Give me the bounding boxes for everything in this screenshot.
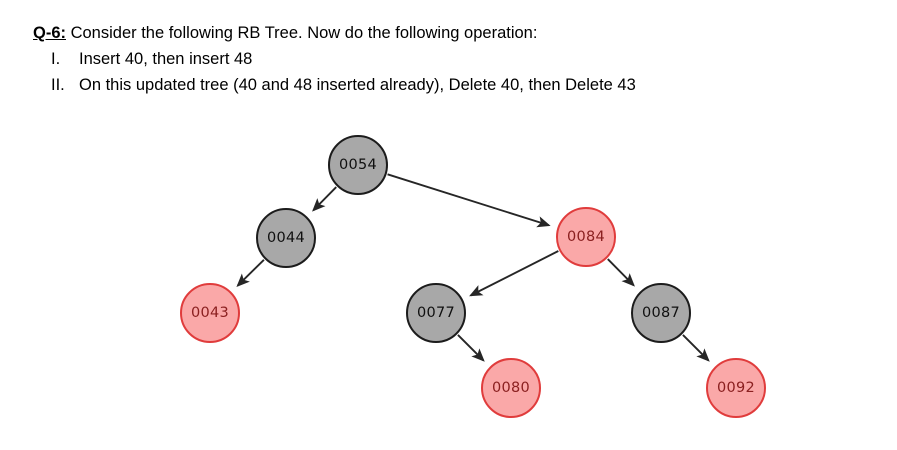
tree-node-0080[interactable]: 0080 bbox=[481, 358, 541, 418]
question-heading: Q-6: Consider the following RB Tree. Now… bbox=[33, 20, 873, 46]
tree-node-0043[interactable]: 0043 bbox=[180, 283, 240, 343]
tree-node-0092-label: 0092 bbox=[716, 380, 756, 396]
tree-node-0084[interactable]: 0084 bbox=[556, 207, 616, 267]
rb-tree-diagram: 0054 0044 0043 0084 0077 0087 0080 0092 bbox=[0, 120, 897, 450]
tree-node-0054[interactable]: 0054 bbox=[328, 135, 388, 195]
question-item-2-numeral: II. bbox=[51, 76, 65, 94]
tree-edge-0044-0043 bbox=[236, 259, 265, 287]
tree-node-0092[interactable]: 0092 bbox=[706, 358, 766, 418]
tree-edge-0054-0084 bbox=[387, 173, 551, 228]
tree-node-0084-label: 0084 bbox=[566, 229, 606, 245]
question-block: Q-6: Consider the following RB Tree. Now… bbox=[33, 20, 873, 98]
tree-node-0054-label: 0054 bbox=[338, 157, 378, 173]
question-item-1-numeral: I. bbox=[51, 50, 61, 68]
question-item-2: II. On this updated tree (40 and 48 inse… bbox=[33, 72, 873, 98]
question-prompt: Consider the following RB Tree. Now do t… bbox=[66, 24, 538, 42]
tree-edge-0084-0087 bbox=[607, 258, 635, 287]
tree-node-0077-label: 0077 bbox=[416, 305, 456, 321]
tree-node-0044-label: 0044 bbox=[266, 230, 306, 246]
tree-node-0087-label: 0087 bbox=[641, 305, 681, 321]
tree-node-0077[interactable]: 0077 bbox=[406, 283, 466, 343]
tree-edge-layer bbox=[236, 173, 710, 362]
tree-edge-0084-0077 bbox=[469, 250, 559, 297]
question-item-2-text: On this updated tree (40 and 48 inserted… bbox=[79, 76, 636, 94]
question-item-1-text: Insert 40, then insert 48 bbox=[79, 50, 253, 68]
tree-node-0043-label: 0043 bbox=[190, 305, 230, 321]
tree-edge-0054-0044 bbox=[312, 186, 337, 212]
tree-node-0080-label: 0080 bbox=[491, 380, 531, 396]
question-label: Q-6: bbox=[33, 24, 66, 42]
tree-node-0044[interactable]: 0044 bbox=[256, 208, 316, 268]
tree-edge-0077-0080 bbox=[457, 334, 485, 362]
tree-node-0087[interactable]: 0087 bbox=[631, 283, 691, 343]
tree-edge-0087-0092 bbox=[682, 334, 710, 362]
tree-edges bbox=[236, 173, 710, 362]
question-item-1: I. Insert 40, then insert 48 bbox=[33, 46, 873, 72]
